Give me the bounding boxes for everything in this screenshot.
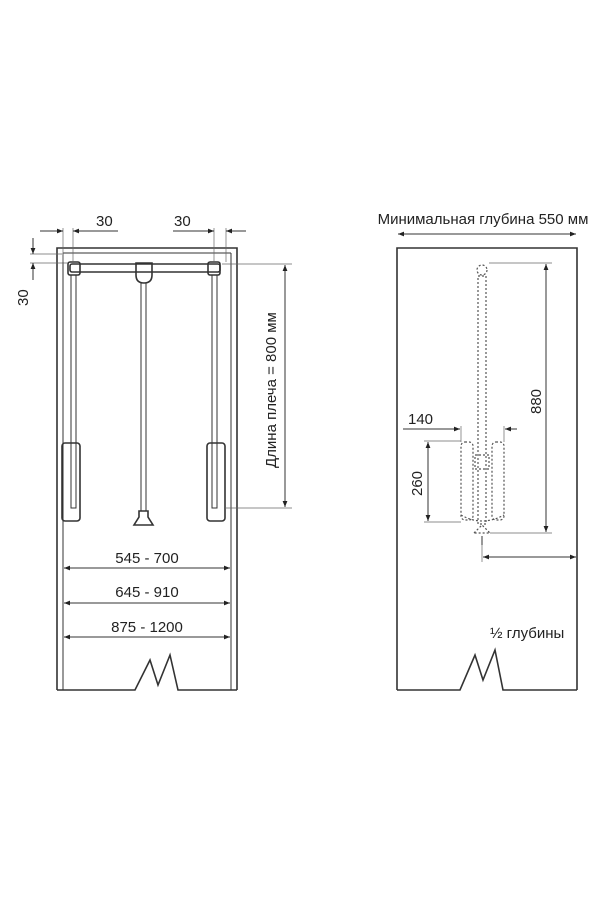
width-range-3: 875 - 1200 <box>111 619 183 636</box>
half-depth-label: ½ глубины <box>490 625 564 642</box>
dim-hanger-width: 140 <box>408 411 433 428</box>
cabinet-outline <box>56 247 238 691</box>
side-cabinet-outline <box>396 247 578 691</box>
side-bracket-left <box>61 442 81 522</box>
front-view: 30 30 30 Длина плеча = 800 мм 545 - 700 … <box>15 213 292 691</box>
side-view: Минимальная глубина 550 мм 880 140 260 ½… <box>378 211 589 691</box>
pole-outline <box>477 275 487 525</box>
dim-height: 880 <box>528 389 545 414</box>
dim-right-offset: 30 <box>174 213 191 230</box>
width-range-2: 645 - 910 <box>115 584 178 601</box>
dim-hanger-height: 260 <box>409 471 426 496</box>
pull-down-pole <box>140 282 147 512</box>
arm-length-label: Длина плеча = 800 мм <box>263 312 280 468</box>
width-range-1: 545 - 700 <box>115 550 178 567</box>
min-depth-label: Минимальная глубина 550 мм <box>378 211 589 228</box>
dim-left-offset: 30 <box>96 213 113 230</box>
hanger-rail <box>69 263 221 273</box>
dim-top-offset: 30 <box>15 289 32 306</box>
side-bracket-right <box>206 442 226 522</box>
